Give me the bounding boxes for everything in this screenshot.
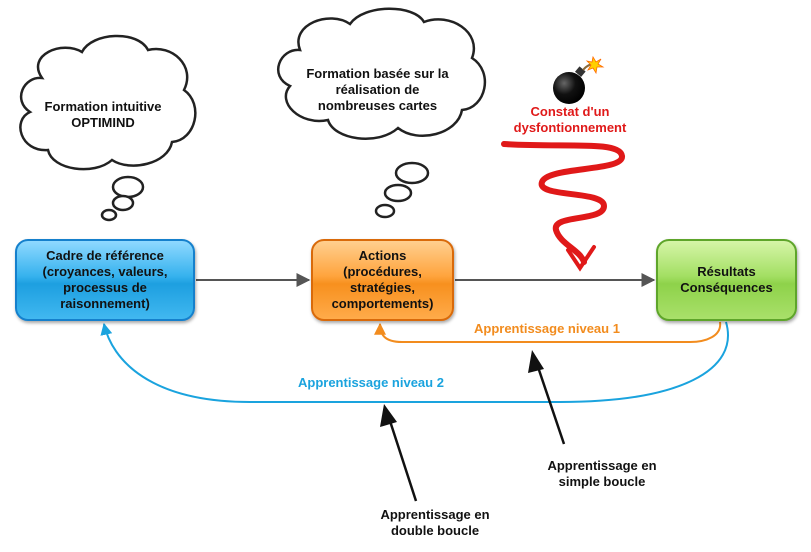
cloud-cartes-text: Formation basée sur la réalisation de no… bbox=[306, 66, 449, 113]
apprentissage-niveau1-label: Apprentissage niveau 1 bbox=[474, 321, 620, 336]
box-cadre-de-reference: Cadre de référence (croyances, valeurs, … bbox=[15, 239, 195, 321]
cloud-intuitive-text: Formation intuitive OPTIMIND bbox=[44, 99, 162, 130]
box-actions-label: Actions (procédures, stratégies, comport… bbox=[331, 248, 434, 311]
pointer-double-boucle bbox=[380, 404, 418, 502]
dysfunction-arrowhead bbox=[566, 245, 596, 272]
box-resultats: Résultats Conséquences bbox=[656, 239, 797, 321]
bomb-icon bbox=[553, 55, 605, 104]
box-resultats-label: Résultats Conséquences bbox=[680, 264, 773, 295]
thought-cloud-intuitive bbox=[19, 34, 197, 222]
double-boucle-label: Apprentissage en double boucle bbox=[380, 507, 490, 538]
pointer-simple-boucle bbox=[528, 350, 566, 445]
dysfunction-squiggle-arrow bbox=[501, 141, 625, 265]
box-actions: Actions (procédures, stratégies, comport… bbox=[311, 239, 454, 321]
constat-dysfonctionnement-label: Constat d'un dysfontionnement bbox=[513, 104, 627, 135]
loop-niveau2-arrow bbox=[100, 321, 729, 403]
thought-cloud-cartes bbox=[277, 7, 487, 219]
simple-boucle-label: Apprentissage en simple boucle bbox=[547, 458, 657, 489]
apprentissage-niveau2-label: Apprentissage niveau 2 bbox=[298, 375, 444, 390]
loop-niveau1-arrow bbox=[374, 321, 722, 343]
box-cadre-label: Cadre de référence (croyances, valeurs, … bbox=[42, 248, 168, 311]
